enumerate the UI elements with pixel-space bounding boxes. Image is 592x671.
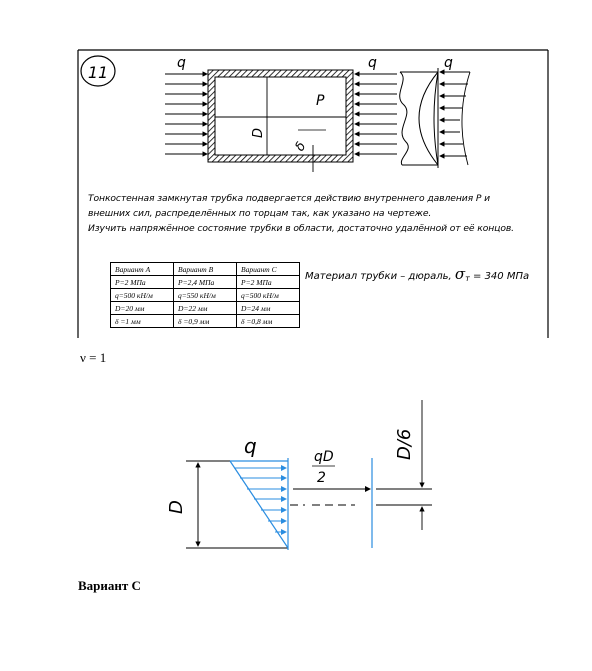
- material-text: Материал трубки – дюраль,: [305, 271, 452, 282]
- problem-number-badge: 11: [80, 55, 116, 87]
- table-cell: δ =0,9 мм: [173, 314, 237, 328]
- nu-formula: ν = 1: [80, 350, 107, 365]
- material-note: Материал трубки – дюраль, σт = 340 МПа: [305, 265, 529, 283]
- table-cell: δ =0,8 мм: [236, 314, 300, 328]
- label-p: P: [316, 93, 325, 109]
- table-row: Вариант А Вариант В Вариант С: [110, 262, 300, 276]
- table-cell: P=2 МПа: [110, 275, 174, 289]
- tube-section: [207, 69, 354, 172]
- table-cell: D=20 мм: [110, 301, 174, 315]
- table-cell: δ =1 мм: [110, 314, 174, 328]
- table-cell: D=22 мм: [173, 301, 237, 315]
- sigma-symbol: σ: [454, 265, 466, 283]
- table-cell: q=500 кН/м: [110, 288, 174, 302]
- table-cell: P=2,4 МПа: [173, 275, 237, 289]
- table-row: q=500 кН/м q=550 кН/м q=500 кН/м: [110, 288, 300, 302]
- variant-heading: Вариант С: [78, 578, 141, 593]
- table-cell: Вариант С: [236, 262, 300, 276]
- sketch-label-d6: D/6: [394, 429, 415, 460]
- right-load-arrows: [354, 71, 397, 157]
- problem-number: 11: [88, 63, 108, 82]
- problem-frame: [77, 49, 549, 338]
- problem-statement: Тонкостенная замкнутая трубка подвергает…: [88, 191, 548, 236]
- statement-line-2: внешних сил, распределённых по торцам та…: [88, 208, 432, 219]
- tube-end-view: [399, 68, 439, 168]
- material-value: = 340 МПа: [473, 271, 530, 282]
- load-sketch-arrows: [234, 465, 287, 535]
- label-q-left: q: [177, 55, 186, 71]
- sketch-label-qd: qD: [314, 449, 334, 465]
- table-cell: Вариант В: [173, 262, 237, 276]
- sketch-label-d: D: [166, 500, 187, 514]
- label-d: D: [251, 128, 266, 138]
- table-row: P=2 МПа P=2,4 МПа P=2 МПа: [110, 275, 300, 289]
- resultant-sketch: [290, 400, 432, 548]
- table-cell: q=550 кН/м: [173, 288, 237, 302]
- variants-table: Вариант А Вариант В Вариант С P=2 МПа P=…: [110, 262, 300, 328]
- table-cell: q=500 кН/м: [236, 288, 300, 302]
- label-q-middle: q: [368, 55, 377, 71]
- table-cell: P=2 МПа: [236, 275, 300, 289]
- table-cell: Вариант А: [110, 262, 174, 276]
- sketch-label-q: q: [244, 434, 257, 458]
- sketch-label-2: 2: [317, 470, 326, 486]
- left-load-arrows: [165, 71, 208, 157]
- statement-line-3: Изучить напряжённое состояние трубки в о…: [88, 223, 514, 234]
- table-row: D=20 мм D=22 мм D=24 мм: [110, 301, 300, 315]
- table-row: δ =1 мм δ =0,9 мм δ =0,8 мм: [110, 314, 300, 328]
- load-sketch: [186, 458, 289, 550]
- table-cell: D=24 мм: [236, 301, 300, 315]
- sigma-subscript: т: [465, 274, 470, 283]
- end-view-load-arrows: [439, 69, 471, 166]
- label-q-right: q: [444, 55, 453, 71]
- statement-line-1: Тонкостенная замкнутая трубка подвергает…: [88, 193, 490, 204]
